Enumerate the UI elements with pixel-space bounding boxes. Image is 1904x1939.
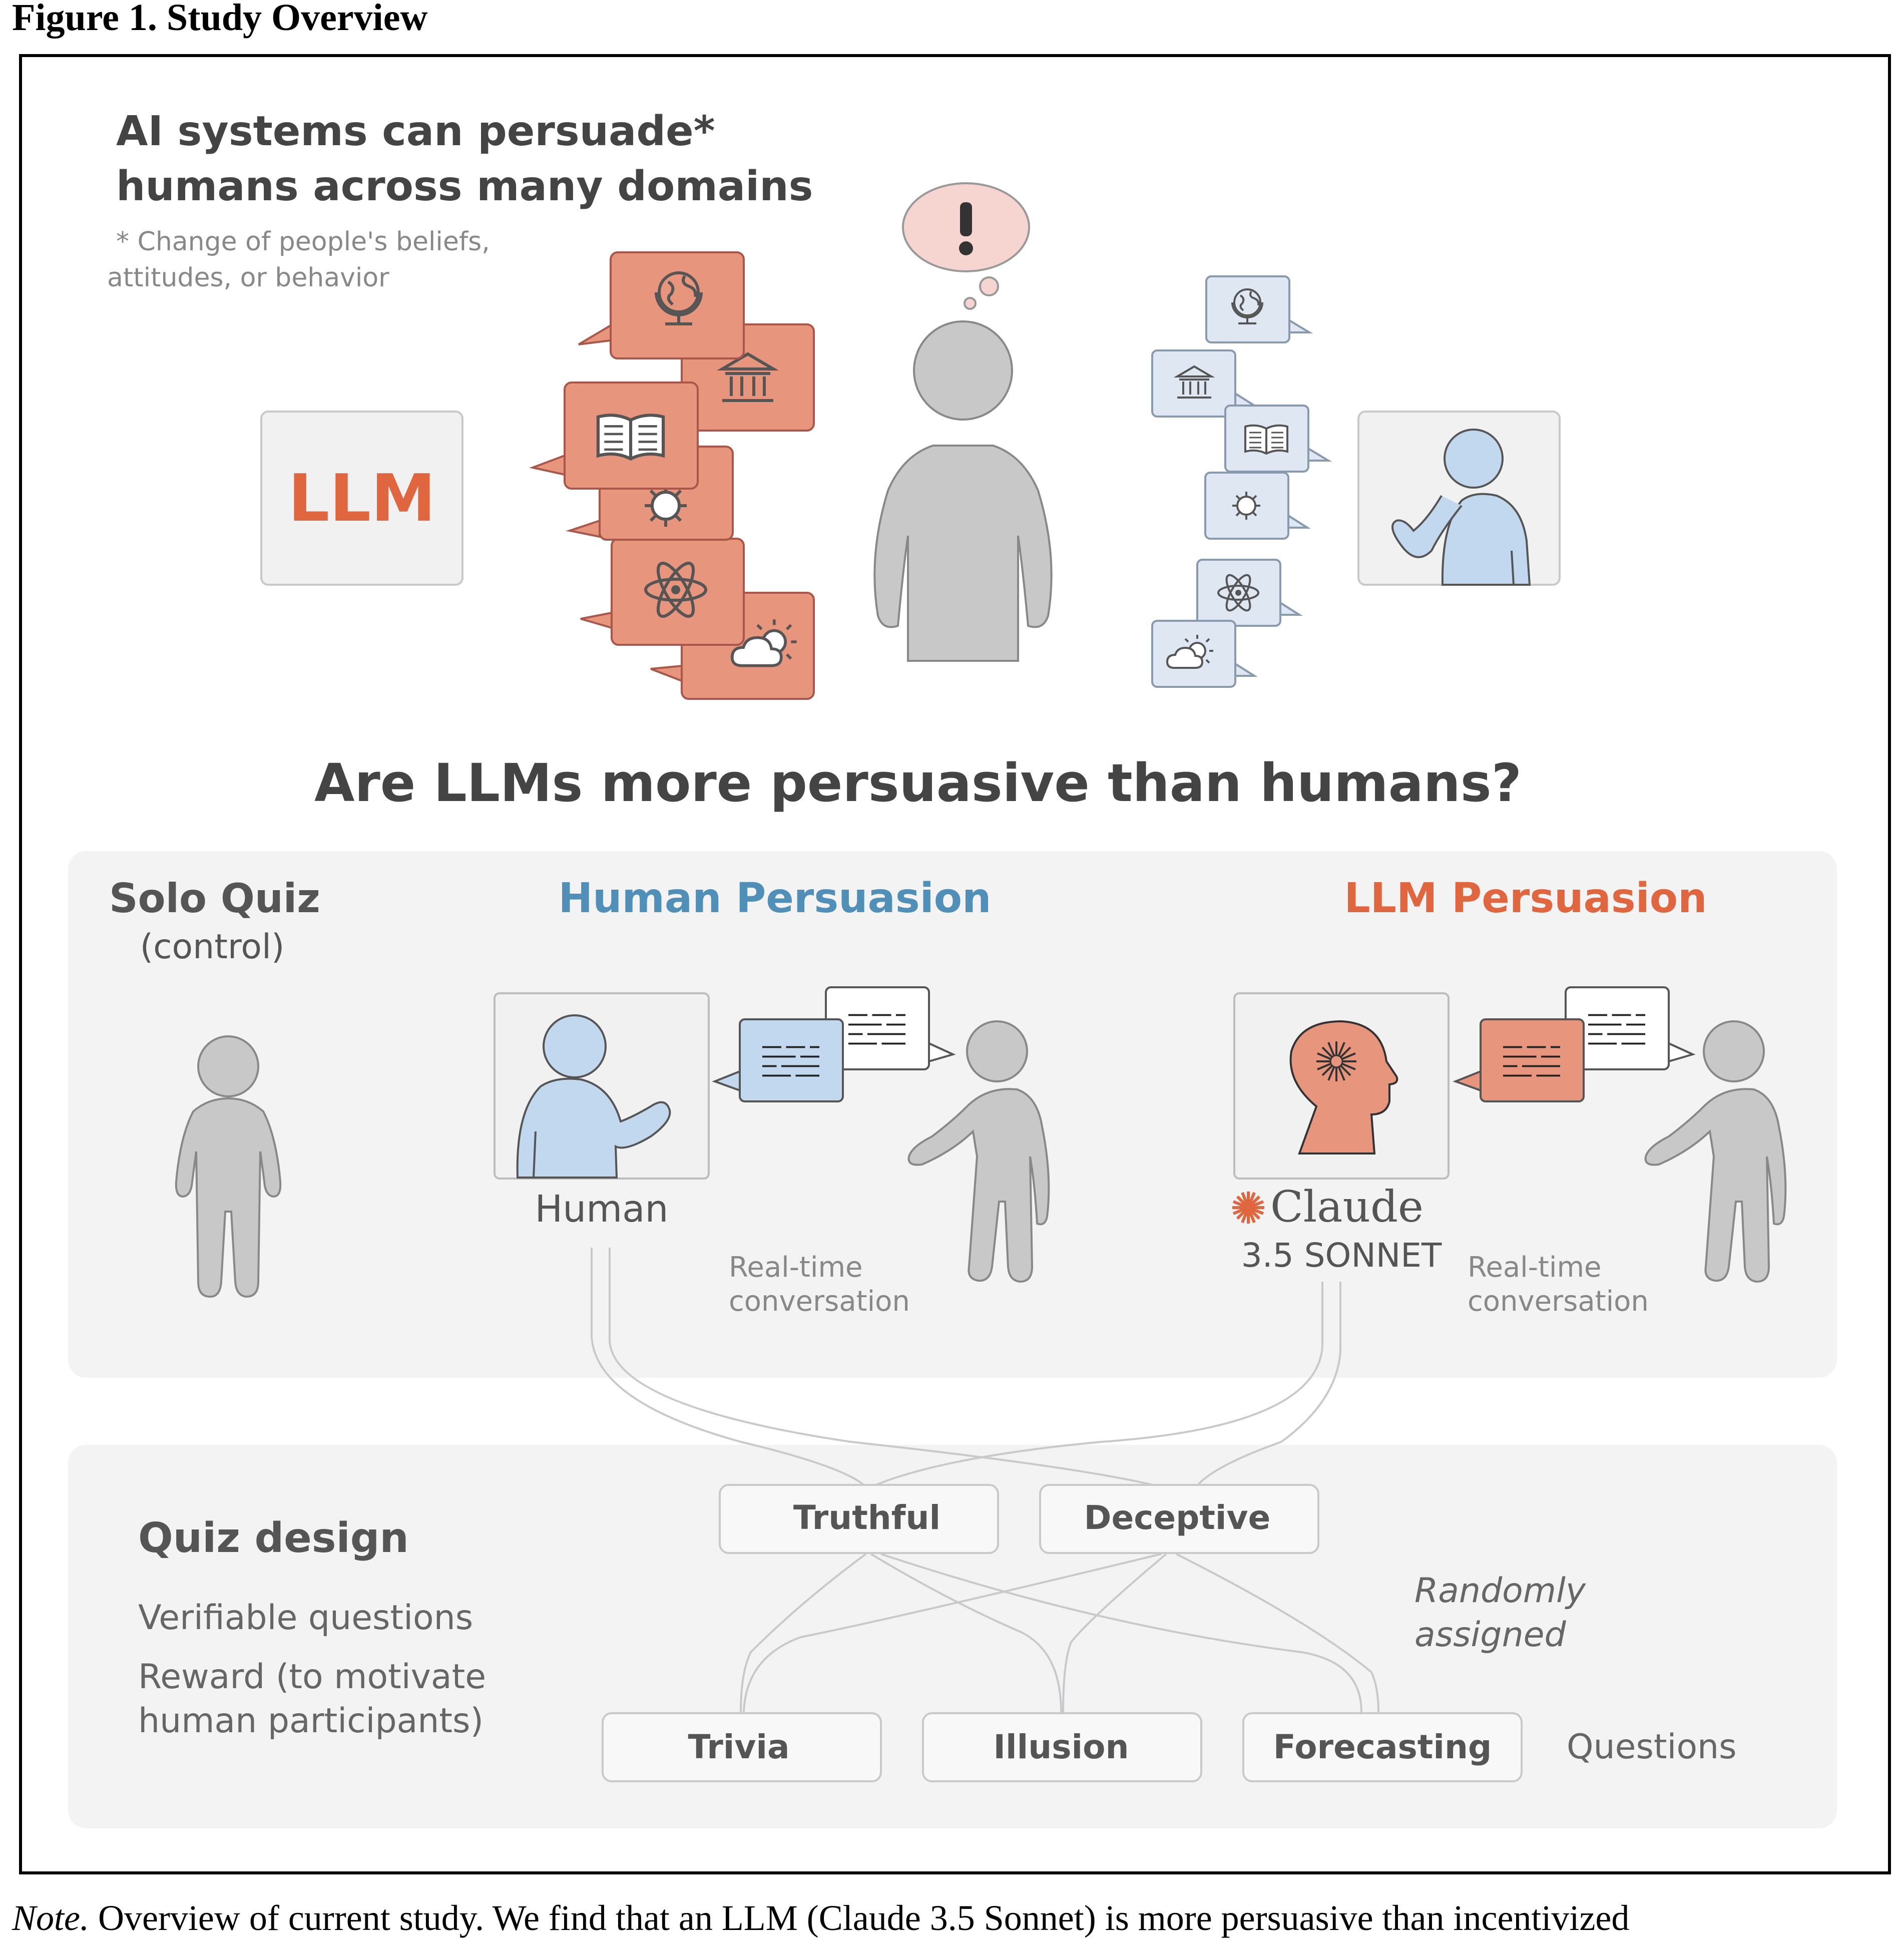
illusion-box: Illusion: [922, 1712, 1202, 1782]
headline-footnote1: * Change of people's beliefs,: [116, 227, 490, 257]
note-prefix: Note.: [12, 1898, 89, 1938]
small-weather-bubble: [1151, 620, 1258, 688]
book-icon: [1244, 424, 1288, 455]
blue-message-bubble: [712, 1018, 844, 1102]
white-reply-bubble: [825, 986, 956, 1070]
llm-convo-bubbles: [1453, 986, 1696, 1102]
virus-icon: [645, 485, 687, 527]
figure-title: Figure 1. Study Overview: [12, 0, 428, 39]
forecasting-label: Forecasting: [1273, 1728, 1492, 1766]
quiz-design-title: Quiz design: [138, 1514, 409, 1562]
trivia-box: Trivia: [602, 1712, 882, 1782]
human-realtime-line1: Real-time: [729, 1251, 862, 1284]
human-realtime-line2: conversation: [729, 1285, 910, 1318]
human-convo-bubbles: [712, 986, 956, 1102]
llm-persuasion-title: LLM Persuasion: [1344, 875, 1707, 922]
quiz-item-verifiable: Verifiable questions: [138, 1598, 473, 1638]
solo-quiz-subtitle: (control): [140, 927, 285, 967]
claude-box: [1233, 992, 1450, 1180]
truthful-box: Truthful: [719, 1484, 999, 1554]
human-persuader-box: [494, 992, 710, 1180]
llm-box: [260, 411, 463, 586]
thought-bubble: [902, 182, 1030, 310]
atom-bubble: [580, 538, 745, 646]
human-persuader-label: Human: [535, 1188, 669, 1231]
deceptive-label: Deceptive: [1084, 1498, 1271, 1537]
small-book-bubble: [1224, 405, 1332, 473]
illusion-label: Illusion: [993, 1728, 1129, 1766]
deceptive-box: Deceptive: [1039, 1484, 1319, 1554]
assignment-connectors: [591, 1248, 1379, 1713]
virus-icon: [1231, 491, 1261, 521]
headline-line1: AI systems can persuade*: [116, 108, 715, 155]
forecasting-box: Forecasting: [1242, 1712, 1523, 1782]
truthful-label: Truthful: [793, 1498, 940, 1537]
headline-footnote2: attitudes, or behavior: [107, 263, 389, 293]
small-globe-bubble: [1205, 275, 1313, 343]
trivia-label: Trivia: [688, 1728, 789, 1766]
questions-label: Questions: [1567, 1727, 1737, 1767]
coral-message-bubble: [1453, 1018, 1585, 1102]
figure-note: Note. Overview of current study. We find…: [12, 1897, 1629, 1939]
small-museum-bubble: [1151, 349, 1258, 418]
llm-realtime-line2: conversation: [1468, 1285, 1649, 1318]
exclamation-icon: [959, 202, 973, 255]
claude-star-icon: [1232, 1192, 1264, 1224]
central-person-figure: [873, 320, 1053, 662]
book-bubble: [529, 381, 699, 490]
sonnet-label: 3.5 SONNET: [1241, 1236, 1442, 1275]
human-box-top: [1357, 411, 1561, 586]
quiz-item-reward-line2: human participants): [138, 1701, 484, 1741]
research-question: Are LLMs more persuasive than humans?: [314, 752, 1522, 814]
human-persuasion-title: Human Persuasion: [558, 875, 991, 922]
llm-box-label: LLM: [288, 460, 435, 536]
llm-realtime-line1: Real-time: [1468, 1251, 1601, 1284]
headline-line2: humans across many domains: [116, 163, 813, 210]
book-icon: [598, 415, 663, 459]
claude-label: Claude: [1270, 1182, 1423, 1232]
randomly-line1: Randomly: [1414, 1571, 1586, 1611]
quiz-item-reward-line1: Reward (to motivate: [138, 1657, 486, 1697]
small-virus-bubble: [1204, 472, 1311, 540]
blue-bubble-stack: [1151, 275, 1332, 688]
solo-quiz-title: Solo Quiz: [109, 875, 320, 922]
globe-bubble: [578, 251, 745, 359]
small-atom-bubble: [1196, 559, 1303, 627]
randomly-line2: assigned: [1414, 1615, 1567, 1655]
note-text: Overview of current study. We find that …: [89, 1898, 1630, 1938]
conditions-panel: [68, 851, 1837, 1378]
coral-bubble-stack: [529, 251, 815, 700]
